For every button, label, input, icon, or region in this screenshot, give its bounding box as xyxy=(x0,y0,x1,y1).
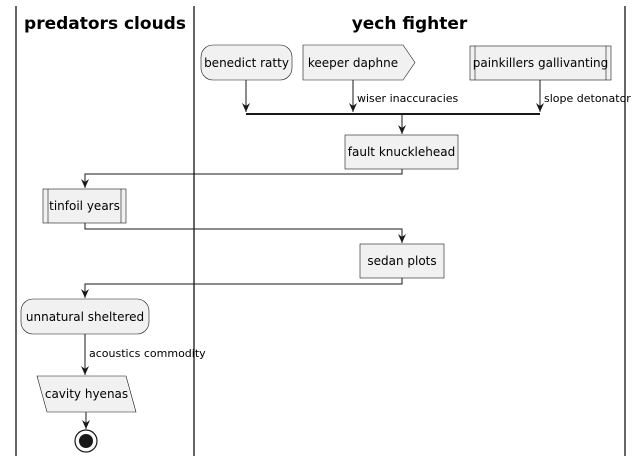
edge-label-acoustics-commodity: acoustics commodity xyxy=(89,347,206,360)
node-cavity-hyenas: cavity hyenas xyxy=(44,387,129,401)
node-shape-keeper-daphne xyxy=(302,44,416,81)
node-shape-tinfoil-years xyxy=(42,188,127,224)
node-benedict-ratty: benedict ratty xyxy=(204,55,289,70)
node-unnatural-sheltered: unnatural sheltered xyxy=(25,309,145,324)
node-fault-knucklehead: fault knucklehead xyxy=(347,145,456,159)
node-painkillers-gallivanting: painkillers gallivanting xyxy=(472,56,609,70)
node-keeper-daphne: keeper daphne xyxy=(307,55,399,70)
edge-label-slope-detonator: slope detonator xyxy=(544,92,631,105)
edge-fault-to-tinfoil xyxy=(81,169,403,188)
stop-node-inner xyxy=(79,434,93,448)
node-shape-painkillers-gallivanting xyxy=(469,45,612,81)
node-tinfoil-years: tinfoil years xyxy=(49,199,120,213)
lane-title-yech-fighter: yech fighter xyxy=(351,14,468,34)
edge-tinfoil-to-sedan xyxy=(84,223,406,243)
node-sedan-plots: sedan plots xyxy=(367,254,437,268)
edge-sedan-to-unnatural xyxy=(81,278,403,298)
lane-title-predators-clouds: predators clouds xyxy=(24,14,186,34)
edge-label-wiser-inaccuracies: wiser inaccuracies xyxy=(357,92,459,105)
node-shape-cavity-hyenas xyxy=(36,375,137,413)
node-shape-fault-knucklehead xyxy=(344,134,459,170)
node-shape-sedan-plots xyxy=(359,243,445,279)
